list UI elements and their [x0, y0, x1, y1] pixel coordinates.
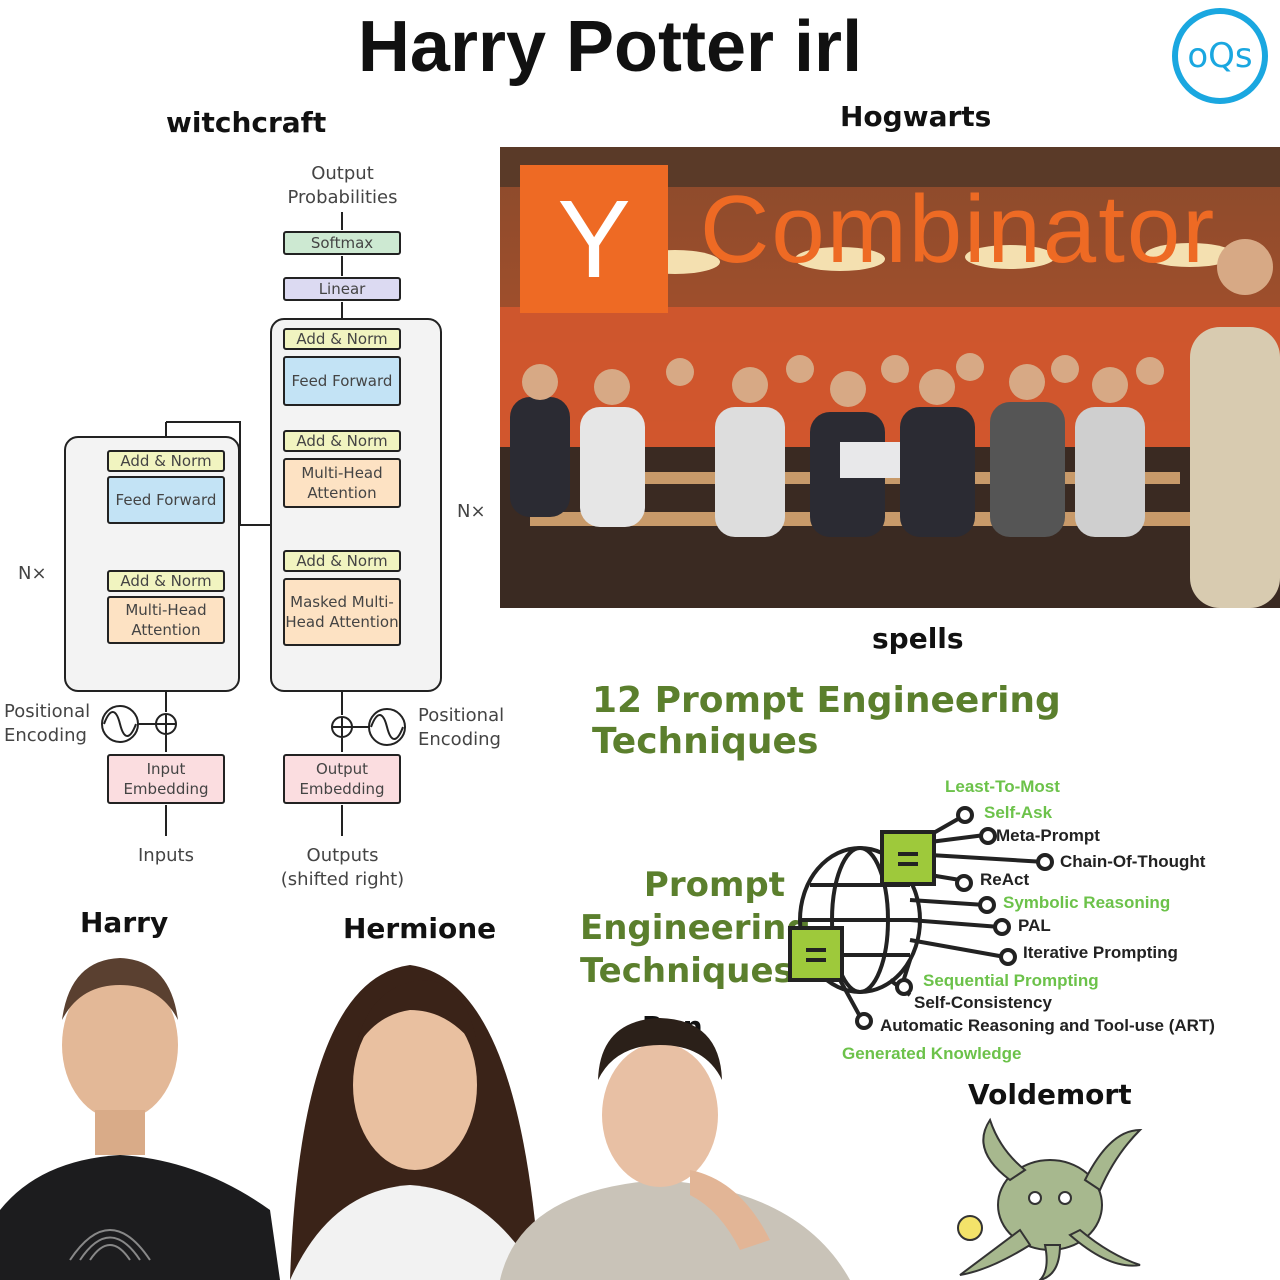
portraits-illustration — [0, 958, 850, 1280]
audience-illustration — [500, 147, 1280, 608]
encoder-add-norm-1: Add & Norm — [107, 570, 225, 592]
outputs-label: Outputs (shifted right) — [280, 845, 405, 890]
prompting-network — [788, 806, 1054, 1030]
technique-self-ask: Self-Ask — [984, 803, 1053, 822]
technique-sequential-prompting: Sequential Prompting — [923, 971, 1099, 990]
encoder-positional-encoding-label: Positional Encoding — [4, 701, 91, 746]
yc-logo-wordmark: Combinator — [700, 176, 1217, 283]
label-witchcraft: witchcraft — [166, 106, 327, 139]
label-hogwarts: Hogwarts — [840, 100, 992, 133]
prompting-heading: 12 Prompt Engineering Techniques — [592, 680, 1061, 762]
masked-multi-head-attention: Masked Multi-Head Attention — [283, 578, 401, 646]
label-harry: Harry — [80, 906, 169, 939]
decoder-add-norm-2: Add & Norm — [283, 430, 401, 452]
decoder-feed-forward: Feed Forward — [283, 356, 401, 406]
encoder-multi-head-attention: Multi-Head Attention — [107, 596, 225, 644]
prompting-center-title: Prompt Engineering Techniques — [580, 864, 811, 993]
input-embedding-box: Input Embedding — [107, 754, 225, 804]
technique-chain-of-thought: Chain-Of-Thought — [1060, 852, 1206, 871]
technique-self-consistency: Self-Consistency — [914, 993, 1052, 1012]
decoder-positional-encoding-label: Positional Encoding — [418, 705, 505, 750]
label-spells: spells — [872, 622, 964, 655]
inputs-label: Inputs — [138, 845, 194, 866]
center-title-line: Prompt — [643, 865, 785, 905]
technique-least-to-most: Least-To-Most — [945, 777, 1060, 796]
ron-portrait — [500, 1018, 850, 1280]
oqs-logo: oQs — [1172, 8, 1268, 104]
encoder-block — [64, 436, 240, 692]
center-title-line: Engineering — [580, 908, 811, 948]
decoder-nx-label: N× — [457, 501, 486, 522]
decoder-multi-head-attention: Multi-Head Attention — [283, 458, 401, 508]
technique-symbolic-reasoning: Symbolic Reasoning — [1003, 893, 1171, 912]
hermione-portrait — [290, 965, 540, 1280]
technique-react: ReAct — [980, 870, 1030, 889]
yc-audience-photo: Y Combinator — [500, 147, 1280, 608]
center-title-line: Techniques — [580, 951, 794, 991]
encoder-nx-label: N× — [18, 563, 47, 584]
decoder-add-norm-3: Add & Norm — [283, 328, 401, 350]
voldemort-creature-illustration — [957, 1117, 1143, 1280]
technique-art: Automatic Reasoning and Tool-use (ART) — [880, 1016, 1215, 1035]
label-hermione: Hermione — [343, 912, 497, 945]
technique-meta-prompt: Meta-Prompt — [996, 826, 1100, 845]
softmax-box: Softmax — [283, 231, 401, 255]
linear-box: Linear — [283, 277, 401, 301]
technique-generated-knowledge: Generated Knowledge — [842, 1044, 1022, 1063]
technique-pal: PAL — [1018, 916, 1051, 935]
decoder-add-norm-1: Add & Norm — [283, 550, 401, 572]
label-voldemort: Voldemort — [968, 1078, 1132, 1111]
technique-iterative-prompting: Iterative Prompting — [1023, 943, 1178, 962]
yc-logo-square: Y — [520, 165, 668, 313]
page-title: Harry Potter irl — [357, 7, 863, 87]
output-probabilities-label: Output Probabilities — [287, 163, 398, 208]
output-embedding-box: Output Embedding — [283, 754, 401, 804]
encoder-add-norm-2: Add & Norm — [107, 450, 225, 472]
harry-portrait — [0, 958, 280, 1280]
encoder-feed-forward: Feed Forward — [107, 476, 225, 524]
